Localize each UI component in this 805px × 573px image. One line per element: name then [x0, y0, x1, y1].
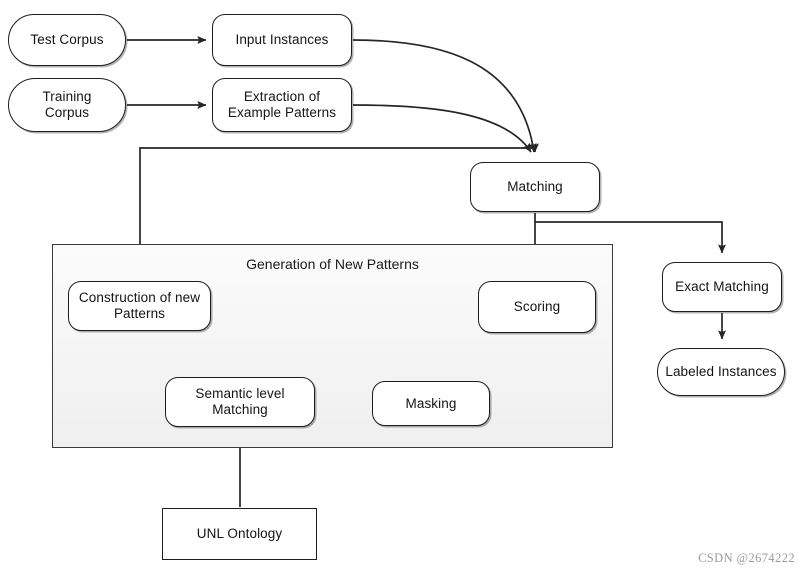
- group-panel-title: Generation of New Patterns: [246, 256, 419, 272]
- node-scoring[interactable]: Scoring: [478, 281, 596, 333]
- node-label-matching: Matching: [507, 179, 563, 195]
- node-label-input-instances: Input Instances: [235, 32, 329, 48]
- node-label-labeled-instances: Labeled Instances: [665, 364, 777, 380]
- edge-extraction-to-matching: [352, 104, 532, 153]
- node-label-unl-ontology: UNL Ontology: [196, 526, 283, 542]
- node-test-corpus[interactable]: Test Corpus: [8, 14, 126, 66]
- node-input-instances[interactable]: Input Instances: [212, 14, 352, 66]
- node-label-exact-matching: Exact Matching: [675, 279, 769, 295]
- watermark: CSDN @2674222: [698, 551, 795, 565]
- node-masking[interactable]: Masking: [372, 381, 490, 426]
- node-exact-matching[interactable]: Exact Matching: [662, 262, 782, 312]
- node-label-masking: Masking: [405, 395, 457, 411]
- node-unl-ontology[interactable]: UNL Ontology: [162, 508, 317, 560]
- node-labeled-instances[interactable]: Labeled Instances: [657, 348, 785, 396]
- node-label-test-corpus: Test Corpus: [30, 32, 104, 48]
- node-matching[interactable]: Matching: [470, 162, 600, 212]
- group-panel-generation-of-new-patterns: [52, 244, 613, 448]
- node-label-scoring: Scoring: [513, 299, 561, 315]
- edge-input-instances-to-matching: [352, 39, 537, 153]
